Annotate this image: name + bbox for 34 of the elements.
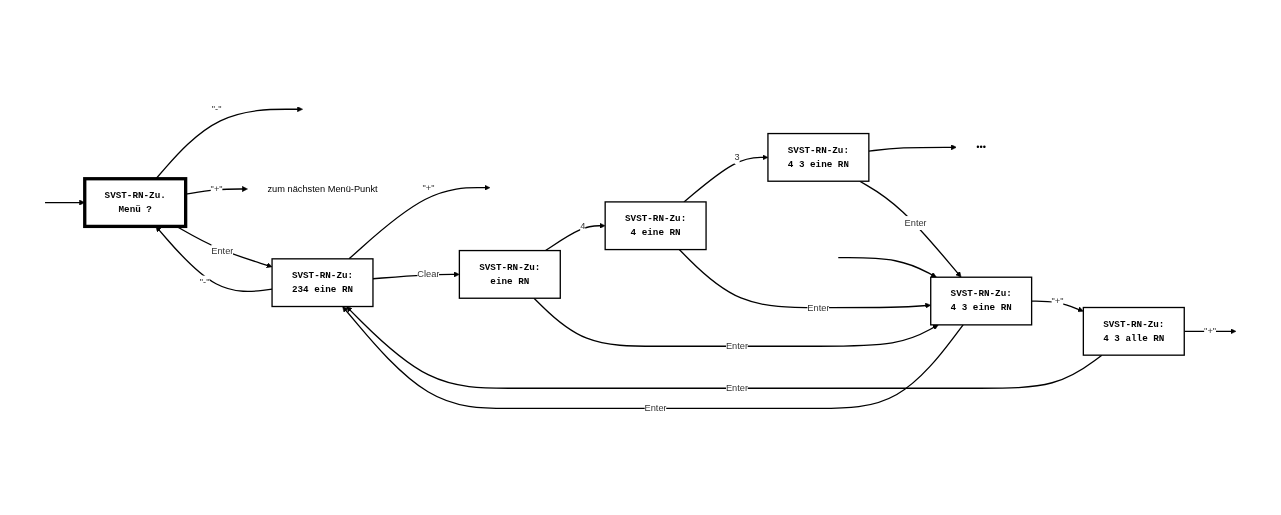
arrow bbox=[868, 144, 957, 152]
node-box: SVST-RN-Zu: 4 3 eine RN bbox=[767, 133, 870, 182]
edge-label: Enter bbox=[211, 245, 234, 257]
edge-label: "-" bbox=[199, 276, 210, 288]
arrow bbox=[533, 297, 939, 348]
arrow bbox=[678, 249, 931, 309]
edge-label: Enter bbox=[725, 382, 749, 394]
node-box: SVST-RN-Zu: eine RN bbox=[458, 250, 561, 300]
node-box: SVST-RN-Zu: 234 eine RN bbox=[271, 258, 374, 308]
edge-label: Enter bbox=[807, 302, 830, 313]
node-box: SVST-RN-Zu: 4 eine RN bbox=[604, 201, 707, 251]
node-box: SVST-RN-Zu. Menü ? bbox=[83, 177, 188, 229]
arrow bbox=[155, 226, 273, 293]
node-box: SVST-RN-Zu: 4 3 alle RN bbox=[1082, 306, 1185, 356]
arrow bbox=[544, 222, 606, 252]
node-box: SVST-RN-Zu: 4 3 eine RN bbox=[930, 276, 1033, 326]
arrow bbox=[348, 184, 491, 260]
arrow bbox=[346, 306, 1103, 390]
node-text: zum nächsten Menü-Punkt bbox=[267, 183, 378, 195]
node-text: ••• bbox=[976, 141, 987, 153]
edge-label: "+" bbox=[1051, 295, 1064, 307]
edge-label: Enter bbox=[644, 402, 667, 414]
edge-label: "+" bbox=[422, 182, 435, 193]
edge-label: 3 bbox=[734, 151, 740, 163]
arrow bbox=[837, 257, 937, 278]
edge-label: Enter bbox=[904, 217, 927, 229]
edge-label: "-" bbox=[211, 103, 222, 115]
edge-label: "+" bbox=[1204, 325, 1217, 337]
edge-label: Clear bbox=[417, 268, 440, 280]
edge-label: Enter bbox=[725, 340, 749, 352]
arrow bbox=[859, 180, 962, 278]
edge-label: 4 bbox=[580, 220, 586, 231]
arrow bbox=[342, 306, 964, 410]
edge-label: "+" bbox=[210, 183, 223, 195]
